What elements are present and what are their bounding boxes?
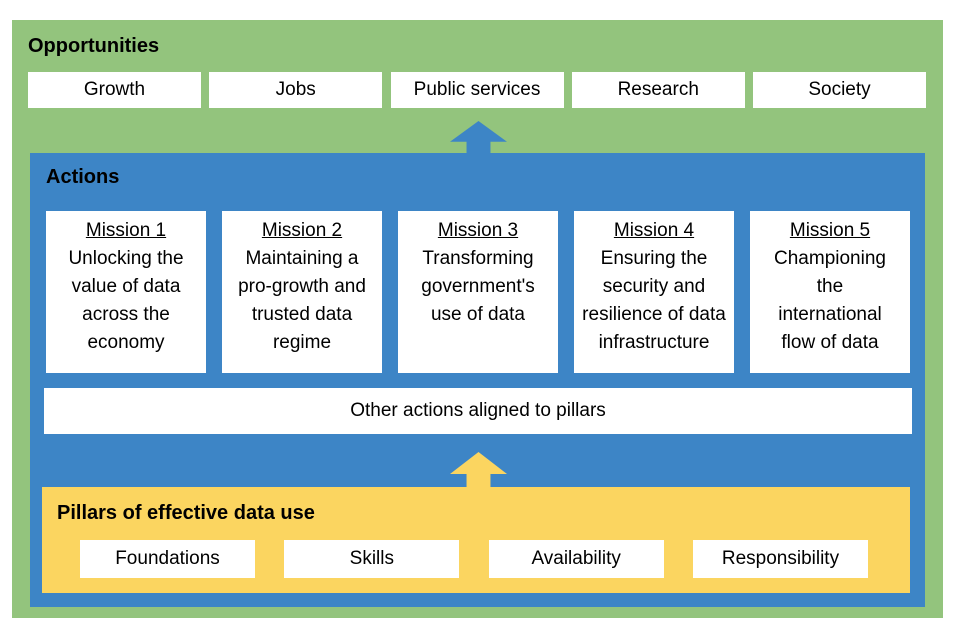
other-actions-box: Other actions aligned to pillars (44, 388, 912, 434)
mission-3-title: Mission 3 (437, 220, 519, 241)
mission-2-title: Mission 2 (261, 220, 343, 241)
pillar-box-availability: Availability (488, 540, 664, 578)
mission-1-title: Mission 1 (85, 220, 167, 241)
mission-4-box: Mission 4 Ensuring the security and resi… (574, 211, 734, 373)
opportunity-box-growth: Growth (28, 72, 201, 108)
mission-3-box: Mission 3 Transforming government's use … (398, 211, 558, 373)
pillars-section: Pillars of effective data use Foundation… (42, 487, 910, 593)
pillars-row: Foundations Skills Availability Responsi… (80, 540, 868, 578)
opportunities-heading: Opportunities (28, 35, 160, 57)
mission-5-box: Mission 5 Championing the international … (750, 211, 910, 373)
mission-4-title: Mission 4 (613, 220, 695, 241)
mission-5-description: Championing the international flow of da… (774, 248, 886, 353)
missions-row: Mission 1 Unlocking the value of data ac… (46, 211, 910, 373)
pillars-heading: Pillars of effective data use (57, 502, 315, 524)
opportunities-section: Opportunities Growth Jobs Public service… (12, 20, 943, 618)
mission-4-description: Ensuring the security and resilience of … (582, 248, 726, 353)
opportunity-box-research: Research (571, 72, 745, 108)
pillar-box-foundations: Foundations (80, 540, 255, 578)
pillar-box-skills: Skills (284, 540, 460, 578)
pillar-box-responsibility: Responsibility (692, 540, 868, 578)
mission-5-title: Mission 5 (789, 220, 871, 241)
opportunity-box-society: Society (753, 72, 926, 108)
mission-2-box: Mission 2 Maintaining a pro-growth and t… (222, 211, 382, 373)
mission-1-box: Mission 1 Unlocking the value of data ac… (46, 211, 206, 373)
mission-3-description: Transforming government's use of data (421, 248, 535, 325)
opportunity-box-public-services: Public services (390, 72, 564, 108)
opportunities-row: Growth Jobs Public services Research Soc… (28, 72, 926, 108)
up-arrow-icon-actions-to-opportunities (450, 121, 507, 155)
up-arrow-icon-pillars-to-actions (450, 452, 507, 488)
mission-2-description: Maintaining a pro-growth and trusted dat… (238, 248, 366, 353)
opportunity-box-jobs: Jobs (209, 72, 383, 108)
actions-heading: Actions (46, 166, 120, 188)
actions-section: Actions Mission 1 Unlocking the value of… (30, 153, 925, 607)
mission-1-description: Unlocking the value of data across the e… (68, 248, 184, 353)
